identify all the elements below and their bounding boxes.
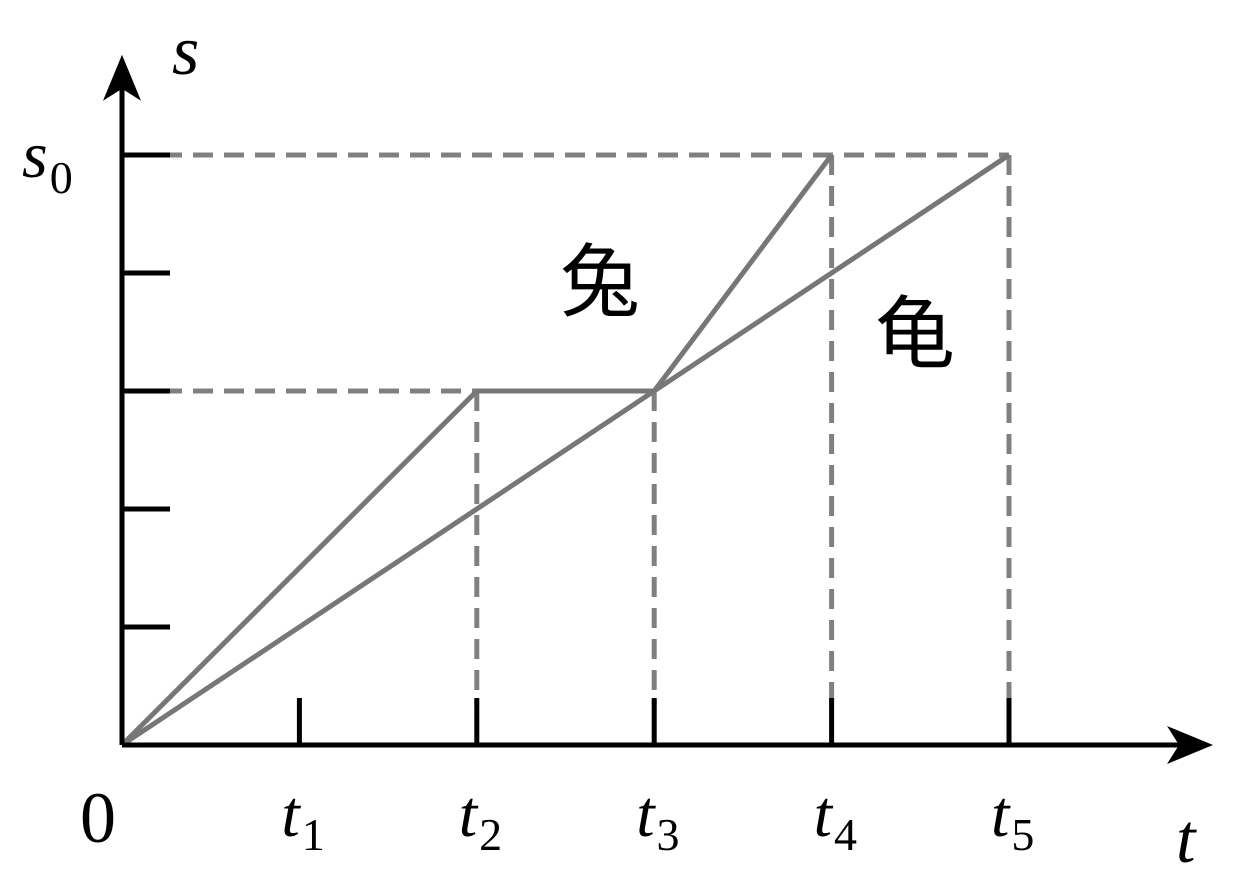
series-line-2	[120, 152, 1011, 748]
x-tick-label-3: t3	[636, 778, 679, 860]
axes	[103, 54, 1214, 764]
x-axis-label: t	[1176, 801, 1197, 878]
y-axis-label: s	[172, 13, 199, 90]
y-tick-label-5: s0	[22, 119, 73, 203]
guide-lines	[162, 152, 1012, 705]
x-tick-label-1: t1	[281, 778, 324, 860]
labels: t1 t2 t3 t4 t5 s0 s t 0 兔龟	[22, 13, 1197, 878]
series-label-1: 兔	[560, 236, 640, 329]
x-tick-label-2: t2	[459, 778, 502, 860]
x-axis-arrow	[1167, 726, 1214, 764]
ticks	[122, 152, 1012, 745]
series-label-2: 龟	[875, 288, 955, 381]
series-line-1	[120, 153, 834, 747]
x-tick-label-4: t4	[814, 778, 857, 860]
x-tick-label-5: t5	[991, 778, 1034, 860]
y-axis-arrow	[103, 54, 141, 101]
series-lines	[120, 152, 1011, 748]
origin-label: 0	[80, 778, 116, 858]
